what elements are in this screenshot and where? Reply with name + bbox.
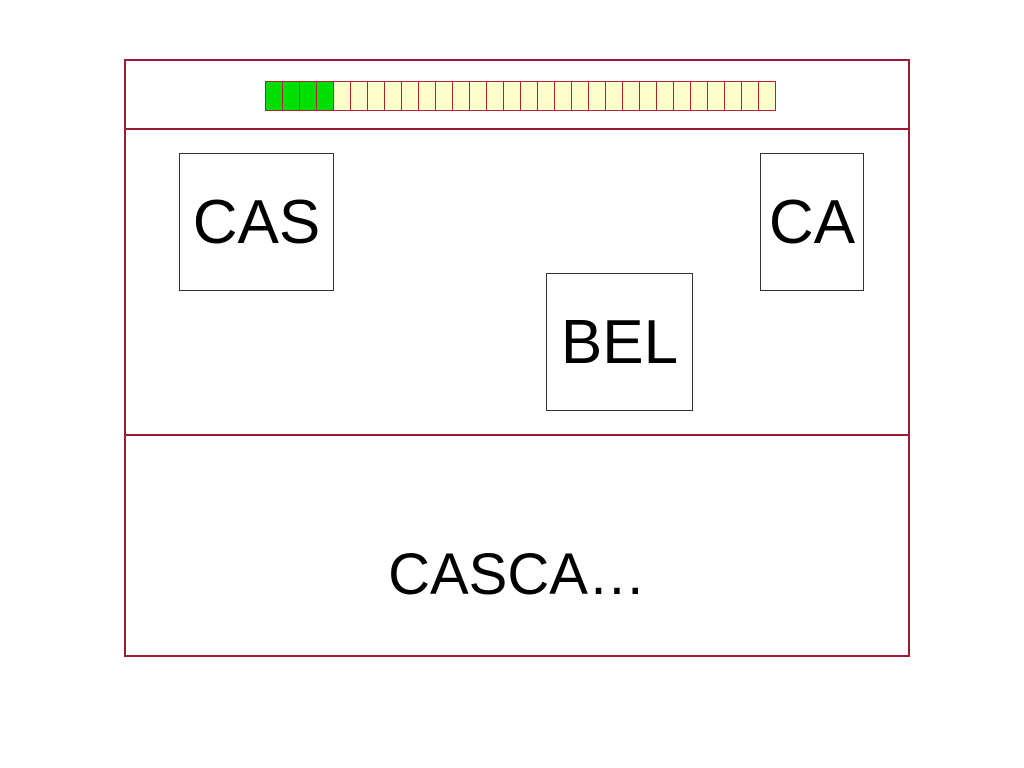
progress-cell-empty [486, 81, 504, 111]
progress-bar [265, 81, 776, 111]
syllable-label: BEL [560, 307, 679, 377]
progress-cell-empty [571, 81, 589, 111]
progress-cell-empty [469, 81, 487, 111]
progress-cell-empty [418, 81, 436, 111]
progress-cell-empty [622, 81, 640, 111]
syllable-tile-ca[interactable]: CA [760, 153, 864, 291]
progress-cell-empty [656, 81, 674, 111]
progress-cell-empty [554, 81, 572, 111]
progress-cell-empty [384, 81, 402, 111]
progress-cell-empty [520, 81, 538, 111]
progress-cell-empty [690, 81, 708, 111]
progress-band [126, 61, 908, 130]
answer-word: CASCA… [388, 542, 646, 607]
progress-cell-empty [605, 81, 623, 111]
progress-cell-filled [299, 81, 317, 111]
progress-cell-empty [435, 81, 453, 111]
progress-cell-filled [265, 81, 283, 111]
progress-cell-empty [367, 81, 385, 111]
progress-cell-empty [639, 81, 657, 111]
syllable-tile-bel[interactable]: BEL [546, 273, 693, 411]
progress-cell-empty [741, 81, 759, 111]
progress-cell-empty [707, 81, 725, 111]
progress-cell-filled [316, 81, 334, 111]
progress-cell-filled [282, 81, 300, 111]
progress-cell-empty [503, 81, 521, 111]
progress-cell-empty [401, 81, 419, 111]
progress-cell-empty [333, 81, 351, 111]
progress-cell-empty [758, 81, 776, 111]
syllable-label: CAS [192, 187, 321, 257]
progress-cell-empty [588, 81, 606, 111]
progress-cell-empty [350, 81, 368, 111]
game-frame: CAS CA BEL CASCA… [124, 59, 910, 657]
progress-cell-empty [452, 81, 470, 111]
syllable-tile-cas[interactable]: CAS [179, 153, 334, 291]
progress-cell-empty [673, 81, 691, 111]
progress-cell-empty [537, 81, 555, 111]
progress-cell-empty [724, 81, 742, 111]
syllable-label: CA [768, 187, 856, 257]
syllable-area: CAS CA BEL [126, 130, 908, 436]
